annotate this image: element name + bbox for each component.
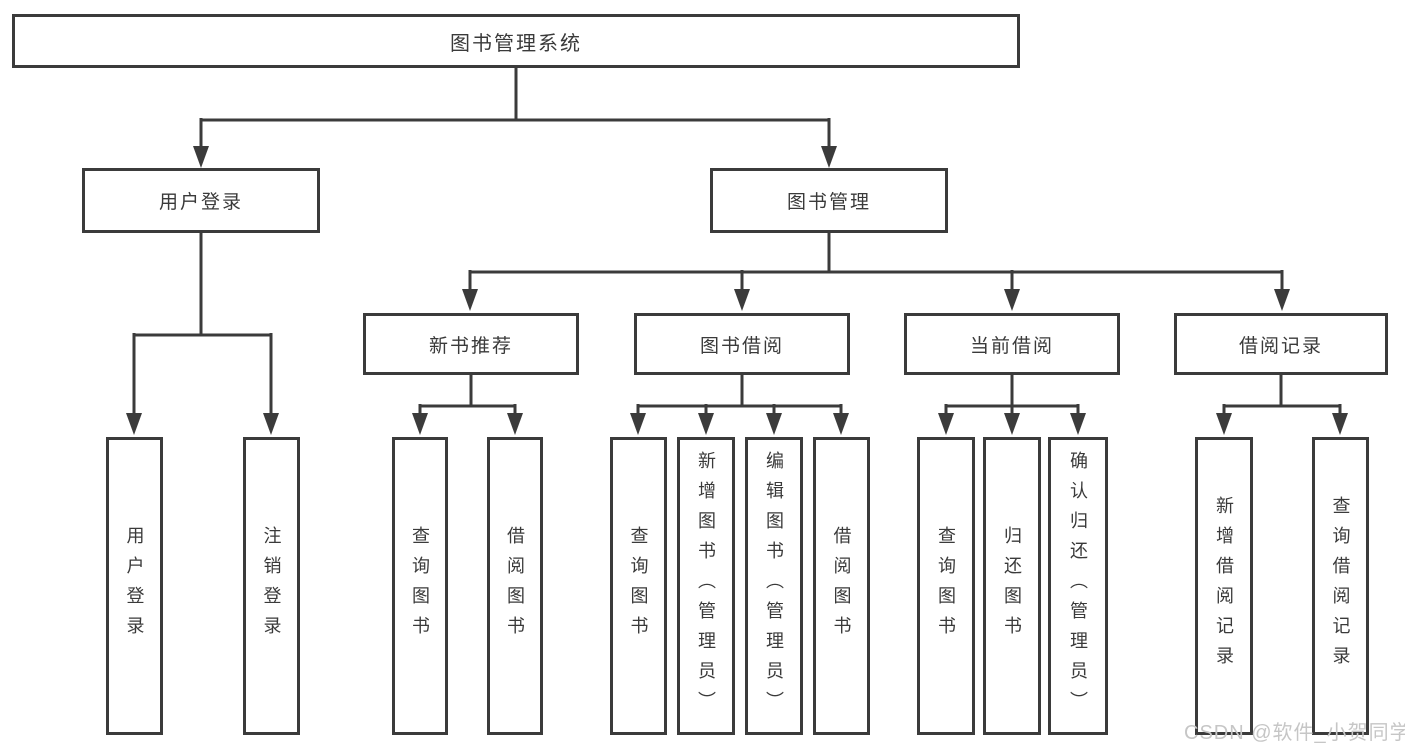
leaf-confirm-return-admin: 确认归还（管理员） xyxy=(1048,437,1108,735)
leaf-add-borrow-record-label: 新增借阅记录 xyxy=(1214,496,1234,676)
leaf-return-books-label: 归还图书 xyxy=(1002,526,1022,646)
leaf-add-books-admin-label: 新增图书（管理员） xyxy=(696,451,716,721)
node-root-label: 图书管理系统 xyxy=(450,32,582,55)
csdn-watermark: CSDN @软件_小贺同学 xyxy=(1184,722,1405,744)
leaf-user-login-label: 用户登录 xyxy=(124,526,145,646)
leaf-edit-books-admin: 编辑图书（管理员） xyxy=(745,437,803,735)
node-book-borrow-label: 图书借阅 xyxy=(699,335,784,357)
leaf-edit-books-admin-label: 编辑图书（管理员） xyxy=(764,451,784,721)
node-user-login: 用户登录 xyxy=(82,168,320,233)
leaf-query-books-3-label: 查询图书 xyxy=(936,526,956,646)
node-borrow-records: 借阅记录 xyxy=(1174,313,1388,375)
leaf-query-borrow-record: 查询借阅记录 xyxy=(1312,437,1369,735)
node-current-borrow-label: 当前借阅 xyxy=(969,335,1054,357)
node-new-book-recommend-label: 新书推荐 xyxy=(428,335,513,357)
leaf-borrow-books-2: 借阅图书 xyxy=(813,437,870,735)
leaf-query-books-2-label: 查询图书 xyxy=(628,526,649,646)
leaf-query-books-1: 查询图书 xyxy=(392,437,448,735)
leaf-borrow-books-2-label: 借阅图书 xyxy=(831,526,852,646)
node-book-management-label: 图书管理 xyxy=(786,192,871,213)
leaf-query-books-2: 查询图书 xyxy=(610,437,667,735)
node-root: 图书管理系统 xyxy=(12,14,1020,68)
leaf-query-borrow-record-label: 查询借阅记录 xyxy=(1330,496,1351,676)
leaf-return-books: 归还图书 xyxy=(983,437,1041,735)
leaf-confirm-return-admin-label: 确认归还（管理员） xyxy=(1068,451,1088,721)
arrowheads xyxy=(126,146,1348,435)
leaf-add-books-admin: 新增图书（管理员） xyxy=(677,437,735,735)
node-borrow-records-label: 借阅记录 xyxy=(1238,335,1323,357)
leaf-borrow-books-1-label: 借阅图书 xyxy=(505,526,525,646)
node-current-borrow: 当前借阅 xyxy=(904,313,1120,375)
leaf-add-borrow-record: 新增借阅记录 xyxy=(1195,437,1253,735)
leaf-borrow-books-1: 借阅图书 xyxy=(487,437,543,735)
leaf-query-books-1-label: 查询图书 xyxy=(410,526,430,646)
node-book-borrow: 图书借阅 xyxy=(634,313,850,375)
leaf-user-login: 用户登录 xyxy=(106,437,163,735)
node-book-management: 图书管理 xyxy=(710,168,948,233)
leaf-query-books-3: 查询图书 xyxy=(917,437,975,735)
leaf-logout: 注销登录 xyxy=(243,437,300,735)
leaf-logout-label: 注销登录 xyxy=(261,526,282,646)
node-new-book-recommend: 新书推荐 xyxy=(363,313,579,375)
node-user-login-label: 用户登录 xyxy=(158,192,243,213)
